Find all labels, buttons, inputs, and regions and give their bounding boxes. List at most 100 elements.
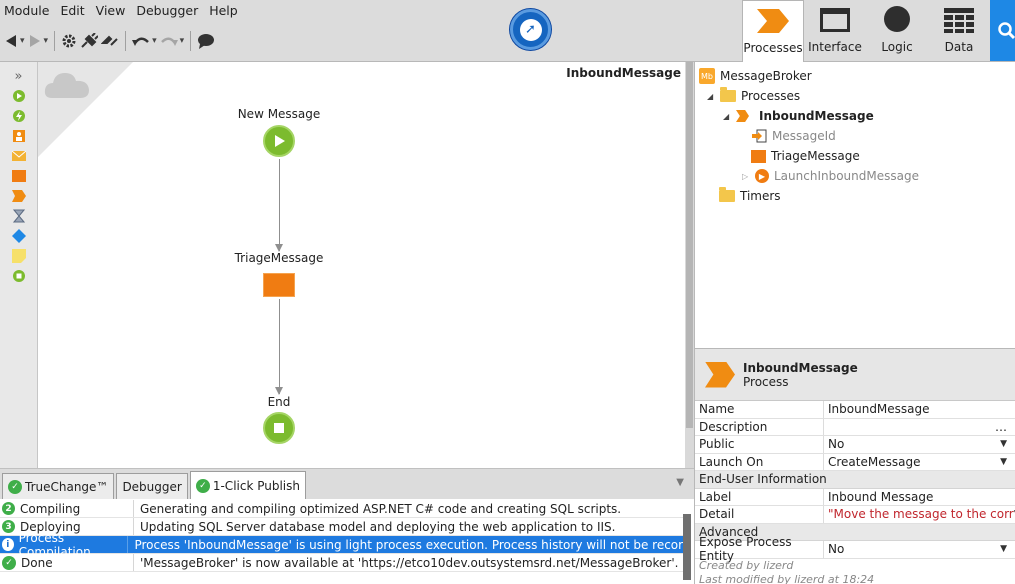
name-field[interactable]: InboundMessage: [828, 402, 930, 417]
main-toolbar: Module Edit View Debugger Help: [0, 0, 1015, 62]
redo-button[interactable]: [160, 30, 185, 52]
label-field[interactable]: Inbound Message: [828, 489, 934, 504]
redo-icon: [160, 37, 178, 46]
wait-tool[interactable]: [11, 208, 27, 224]
tree-item-messageid[interactable]: MessageId: [751, 126, 836, 146]
modified-by-text: Last modified by lizerd at 18:24: [699, 573, 875, 584]
properties-subtitle: Process: [743, 374, 789, 389]
tree-item-timers[interactable]: Timers: [719, 186, 781, 206]
check-icon: ✓: [8, 479, 22, 494]
automatic-activity-icon: [751, 149, 766, 163]
end-tool[interactable]: [11, 268, 27, 284]
back-button[interactable]: [4, 30, 25, 52]
collapse-panel-icon[interactable]: ▼: [676, 477, 684, 488]
check-icon: ✓: [2, 555, 16, 570]
public-select[interactable]: No▼: [828, 437, 1007, 452]
property-name: Name InboundMessage: [695, 401, 1015, 419]
property-launch-on: Launch On CreateMessage▼: [695, 453, 1015, 471]
comment-button[interactable]: [197, 30, 215, 52]
triage-activity-node[interactable]: [263, 273, 295, 297]
settings-button[interactable]: [61, 30, 77, 52]
plugin-button[interactable]: [80, 30, 99, 52]
start-node[interactable]: [263, 125, 295, 157]
expanded-arrow-icon[interactable]: ◢: [723, 111, 730, 121]
section-advanced: Advanced: [695, 523, 1015, 541]
ellipsis-button[interactable]: …: [995, 419, 1007, 434]
forward-button[interactable]: [28, 30, 49, 52]
start-icon: [12, 90, 25, 102]
triage-node-label: TriageMessage: [234, 251, 324, 265]
process-canvas[interactable]: InboundMessage New Message TriageMessage…: [38, 62, 685, 468]
one-click-publish-button[interactable]: ➚: [510, 9, 551, 50]
chevron-icon: [11, 190, 26, 202]
menu-edit[interactable]: Edit: [60, 3, 85, 18]
property-detail: Detail "Move the message to the corr▼: [695, 506, 1015, 524]
output-tabs: ✓ TrueChange™ Debugger ✓ 1-Click Publish: [0, 469, 694, 499]
launch-on-select[interactable]: CreateMessage▼: [828, 454, 1007, 469]
send-email-tool[interactable]: [11, 148, 27, 164]
automatic-activity-tool[interactable]: [11, 168, 27, 184]
tab-logic[interactable]: Logic: [866, 0, 928, 61]
envelope-icon: [11, 150, 26, 161]
undo-button[interactable]: [132, 30, 157, 52]
search-button[interactable]: [990, 0, 1015, 61]
menu-help[interactable]: Help: [209, 3, 238, 18]
expose-entity-select[interactable]: No▼: [828, 542, 1007, 557]
toolbar-separator: [190, 31, 192, 51]
stop-icon: [274, 423, 284, 433]
end-node[interactable]: [263, 412, 295, 444]
puzzle-arrows-icon: [101, 35, 118, 46]
screen-icon: [820, 8, 850, 32]
module-icon: Mb: [699, 68, 715, 84]
description-field[interactable]: …: [824, 419, 1015, 436]
expand-toolbox-icon[interactable]: »: [14, 68, 23, 84]
property-label: Label Inbound Message: [695, 488, 1015, 506]
tab-processes[interactable]: Processes: [742, 0, 804, 62]
chevron-down-icon: ▼: [1000, 439, 1007, 450]
output-scrollbar[interactable]: [683, 514, 691, 580]
tree-item-module[interactable]: Mb MessageBroker: [699, 68, 812, 84]
logic-circle-icon: [884, 6, 910, 32]
human-activity-tool[interactable]: [11, 128, 27, 144]
dependencies-button[interactable]: [101, 30, 119, 52]
tab-data[interactable]: Data: [928, 0, 990, 61]
step-number-icon: 3: [2, 520, 15, 533]
menu-debugger[interactable]: Debugger: [136, 3, 199, 18]
tab-one-click-publish[interactable]: ✓ 1-Click Publish: [189, 471, 306, 499]
undo-icon: [132, 37, 149, 46]
comment-tool[interactable]: [11, 248, 27, 264]
collapsed-arrow-icon[interactable]: ▷: [742, 171, 749, 181]
tab-debugger[interactable]: Debugger: [116, 473, 188, 499]
connector-arrow[interactable]: [275, 159, 283, 252]
expanded-arrow-icon[interactable]: ◢: [707, 91, 714, 101]
connector-arrow[interactable]: [275, 299, 283, 395]
properties-header: InboundMessage Process: [695, 349, 1015, 401]
process-chevron-icon: [736, 110, 754, 122]
plug-icon: [81, 33, 99, 48]
canvas-scrollbar[interactable]: [685, 62, 694, 468]
end-node-label: End: [267, 395, 291, 409]
tab-interface[interactable]: Interface: [804, 0, 866, 61]
toolbar-separator: [54, 31, 56, 51]
chevron-down-icon: ▼: [1014, 509, 1015, 519]
tree-item-triagemessage[interactable]: TriageMessage: [751, 146, 860, 166]
detail-field[interactable]: "Move the message to the corr▼: [824, 506, 1015, 523]
decision-tool[interactable]: [11, 228, 27, 244]
tree-item-launchinboundmessage[interactable]: ▷ ▶ LaunchInboundMessage: [742, 169, 919, 183]
menu-module[interactable]: Module: [4, 3, 50, 18]
property-description: Description …: [695, 418, 1015, 436]
menu-view[interactable]: View: [95, 3, 126, 18]
execute-process-tool[interactable]: [11, 188, 27, 204]
list-item[interactable]: ✓Done 'MessageBroker' is now available a…: [0, 554, 685, 572]
start-tool[interactable]: [11, 88, 27, 104]
conditional-start-tool[interactable]: [11, 108, 27, 124]
tree-item-processes[interactable]: ◢ Processes: [707, 87, 801, 103]
tab-truechange[interactable]: ✓ TrueChange™: [2, 473, 115, 499]
data-table-icon: [944, 8, 974, 33]
scrollbar-thumb[interactable]: [686, 62, 693, 428]
tree-item-inboundmessage[interactable]: ◢ InboundMessage: [723, 109, 874, 123]
